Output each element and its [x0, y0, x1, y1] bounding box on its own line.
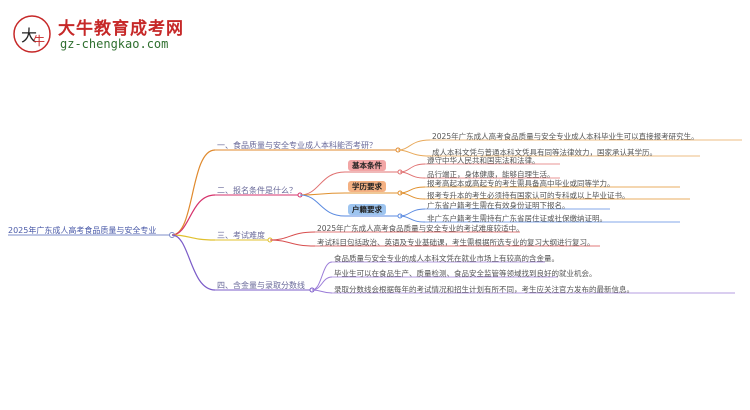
branch3-leaf1-curve [269, 231, 316, 241]
branch2-label: 二、报名条件是什么？ [217, 186, 297, 195]
branch2-group1-leaf1-curve [399, 163, 426, 173]
branch2-group3-leaf2-curve [399, 215, 426, 223]
branch4-leaf3-curve [311, 289, 333, 294]
branch2-leaf: 广东省户籍考生需在有效身份证明下报名。 [427, 201, 570, 210]
branch2-leaf: 非广东户籍考生需持有广东省居住证或社保缴纳证明。 [427, 214, 607, 223]
site-name: 大牛教育成考网 [58, 19, 184, 39]
mindmap-root: 2025年广东成人高考食品质量与安全专业 [8, 226, 157, 235]
branch4-leaf: 录取分数线会根据每年的考试情况和招生计划有所不同，考生应关注官方发布的最新信息。 [334, 285, 634, 294]
branch1-label: 一、食品质量与安全专业成人本科能否考研？ [217, 141, 377, 150]
branch2-group2-leaf2-curve [399, 192, 426, 200]
branch2-group3-curve [299, 194, 346, 217]
branch2-leaf: 品行端正，身体健康，能够自理生活。 [427, 170, 555, 179]
site-url: gz-chengkao.com [60, 37, 169, 51]
branch3-curve [171, 234, 216, 241]
branch4-leaf1-curve [311, 261, 333, 291]
branch2-group1-curve [299, 171, 346, 196]
svg-text:大: 大 [21, 26, 37, 45]
branch4-leaf: 食品质量与安全专业的成人本科文凭在就业市场上有较高的含金量。 [334, 254, 559, 263]
tag-household-requirements: 户籍要求 [348, 204, 386, 215]
tag-basic-conditions: 基本条件 [348, 160, 386, 171]
branch3-leaf: 考试科目包括政治、英语及专业基础课，考生需根据所选专业的复习大纲进行复习。 [317, 238, 595, 247]
branch2-group2-leaf1-curve [399, 186, 426, 194]
branch1-leaf2-curve [397, 149, 431, 157]
branch1-curve [171, 149, 216, 236]
branch3-leaf: 2025年广东成人高考食品质量与安全专业的考试难度较适中。 [317, 224, 524, 233]
branch2-leaf: 报考专升本的考生必须持有国家认可的专科或以上毕业证书。 [427, 191, 630, 200]
branch2-group1-leaf2-curve [399, 171, 426, 179]
logo-icon: 大 牛 [12, 14, 52, 54]
branch2-leaf: 报考高起本或高起专的考生需具备高中毕业或同等学力。 [427, 179, 615, 188]
branch2-group3-leaf1-curve [399, 208, 426, 217]
branch4-leaf2-curve [311, 276, 333, 291]
tag-education-requirements: 学历要求 [348, 181, 386, 192]
branch3-label: 三、考试难度 [217, 231, 265, 240]
branch4-leaf: 毕业生可以在食品生产、质量检测、食品安全监管等领域找到良好的就业机会。 [334, 269, 597, 278]
branch1-leaf: 成人本科文凭与普通本科文凭具有同等法律效力，国家承认其学历。 [432, 148, 657, 157]
branch1-leaf: 2025年广东成人高考食品质量与安全专业成人本科毕业生可以直接报考研究生。 [432, 132, 699, 141]
branch3-leaf2-curve [269, 239, 316, 247]
branch2-curve [171, 194, 216, 236]
branch1-leaf1-curve [397, 139, 431, 151]
branch2-leaf: 遵守中华人民共和国宪法和法律。 [427, 156, 540, 165]
branch4-curve [171, 234, 216, 291]
branch4-label: 四、含金量与录取分数线 [217, 281, 305, 290]
svg-text:牛: 牛 [33, 33, 45, 48]
